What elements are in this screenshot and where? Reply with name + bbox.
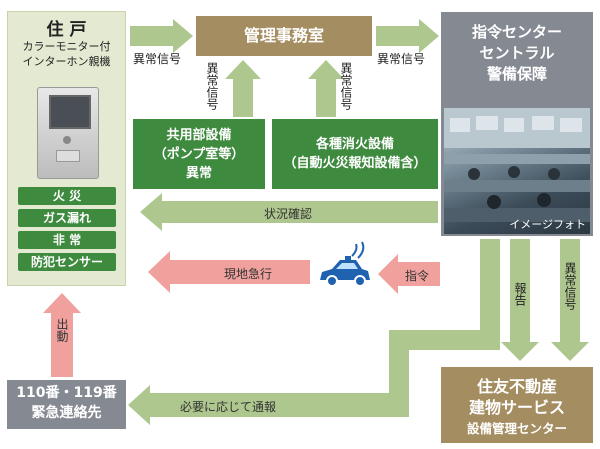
patrol-car-icon <box>320 256 370 287</box>
intercom-button <box>56 150 80 162</box>
common-facility-box: 共用部設備 （ポンプ室等） 異常 <box>133 119 265 189</box>
alarm-fire: 火 災 <box>18 187 116 205</box>
label-abnormal-signal-5: 異常信号 <box>563 262 577 310</box>
command-title-line-3: 警備保障 <box>486 65 547 83</box>
command-title-line-1: 指令センター <box>471 23 562 41</box>
arrow-dispatch <box>43 293 81 377</box>
photo-caption: イメージフォト <box>509 218 586 231</box>
fire-line-2: （自動火災報知設備含） <box>283 156 427 171</box>
label-abnormal-signal-3: 異常信号 <box>205 62 219 110</box>
management-office-box: 管理事務室 <box>196 16 372 56</box>
emergency-line-2: 緊急連絡先 <box>31 405 102 421</box>
arrow-abnormal-signal-down <box>551 239 589 361</box>
label-abnormal-signal-4: 異常信号 <box>339 62 353 110</box>
fire-line-1: 各種消火設備 <box>315 137 394 152</box>
resident-subtitle-line-1: カラーモニター付 <box>22 40 111 53</box>
intercom-screen <box>49 95 91 129</box>
emergency-contact-box: 110番・119番 緊急連絡先 <box>7 380 126 429</box>
label-abnormal-signal-2: 異常信号 <box>377 52 426 66</box>
sumitomo-line-3: 設備管理センター <box>466 421 567 436</box>
emergency-line-1: 110番・119番 <box>16 385 117 401</box>
intercom-panel-icon <box>37 87 99 179</box>
arrow-fire-to-office <box>308 60 344 117</box>
sumitomo-line-1: 住友不動産 <box>476 377 557 396</box>
command-center-title: 指令センター セントラル 警備保障 <box>441 22 593 85</box>
intercom-speaker <box>63 136 71 144</box>
resident-subtitle: カラーモニター付 インターホン親機 <box>8 39 125 69</box>
building-service-center-box: 住友不動産 建物サービス 設備管理センター <box>441 367 593 443</box>
arrow-status-check <box>140 193 438 231</box>
common-line-2: （ポンプ室等） <box>153 147 245 162</box>
arrow-resident-to-office <box>130 19 193 53</box>
sumitomo-line-2: 建物サービス <box>468 398 565 417</box>
resident-subtitle-line-2: インターホン親機 <box>22 55 111 68</box>
label-status-check: 状況確認 <box>264 207 313 221</box>
label-report: 報告 <box>513 282 527 306</box>
arrow-common-to-office <box>225 60 261 117</box>
resident-title: 住 戸 <box>46 20 87 40</box>
common-line-3: 異常 <box>185 166 212 181</box>
signal-wave-icon <box>351 241 365 259</box>
arrow-notify-as-needed <box>128 239 500 425</box>
arrow-rush-to-site <box>148 251 310 293</box>
common-line-1: 共用部設備 <box>166 128 232 143</box>
arrow-dispatch-order <box>378 254 440 294</box>
command-center-photo: イメージフォト <box>444 108 590 234</box>
alarm-emergency: 非 常 <box>18 231 116 249</box>
label-dispatch-order: 指令 <box>405 269 430 283</box>
label-abnormal-signal-1: 異常信号 <box>133 52 182 66</box>
label-notify-as-needed: 必要に応じて通報 <box>180 400 277 414</box>
alarm-gas-leak: ガス漏れ <box>18 209 116 227</box>
command-center-box: 指令センター セントラル 警備保障 イメージフォト <box>441 12 593 236</box>
alarm-security-sensor: 防犯センサー <box>18 253 116 271</box>
label-rush-to-site: 現地急行 <box>224 267 273 281</box>
command-title-line-2: セントラル <box>479 44 555 62</box>
arrow-office-to-command <box>376 19 439 53</box>
label-dispatch: 出動 <box>55 318 69 342</box>
arrow-report <box>501 239 539 361</box>
control-room-illustration <box>444 108 590 222</box>
fire-facility-box: 各種消火設備 （自動火災報知設備含） <box>272 119 438 189</box>
resident-unit-box: 住 戸 カラーモニター付 インターホン親機 火 災 ガス漏れ 非 常 防犯センサ… <box>7 11 126 286</box>
